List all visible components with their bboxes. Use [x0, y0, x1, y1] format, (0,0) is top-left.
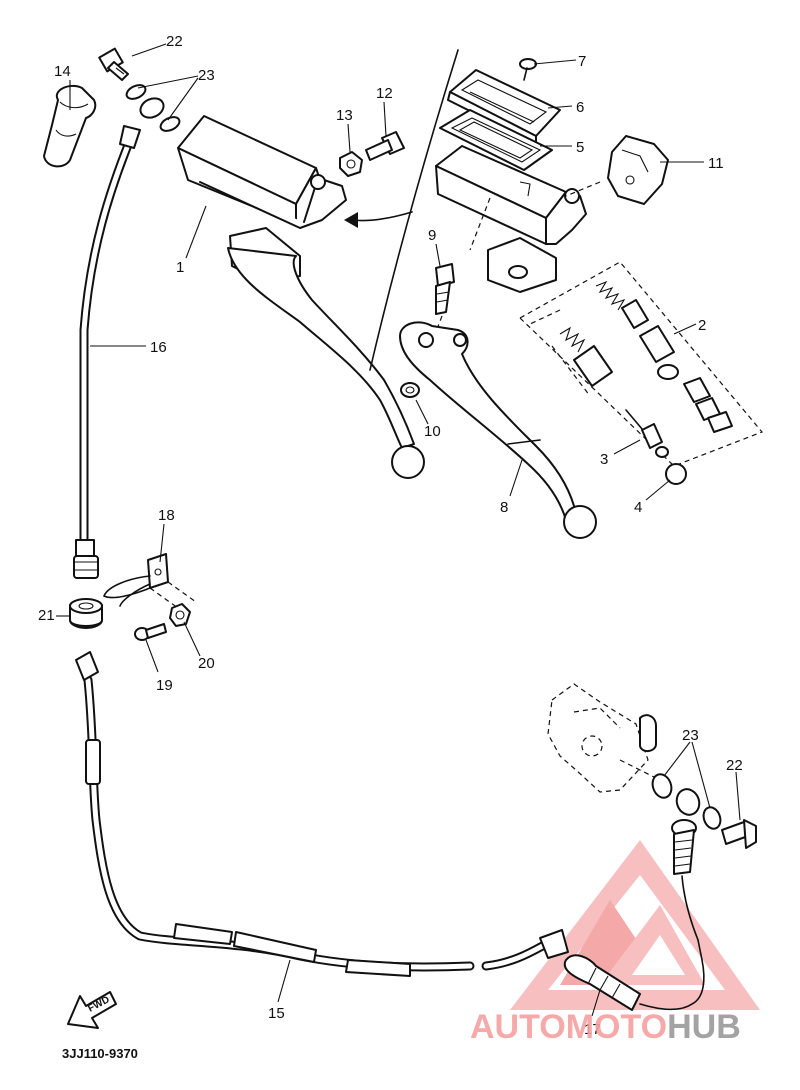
part-4-dust-boot: [665, 463, 687, 485]
label-part-9: 9: [428, 227, 436, 244]
watermark-part2: MOTO: [566, 1008, 667, 1046]
label-part-13: 13: [336, 107, 353, 124]
watermark-text: AUTOMOTOHUB: [470, 1008, 741, 1046]
label-part-6: 6: [576, 99, 584, 116]
label-part-7: 7: [578, 53, 586, 70]
part-11-cover: [607, 135, 669, 205]
part-5-diaphragm: [439, 109, 553, 171]
part-16-brake-hose: [73, 125, 141, 579]
label-part-18: 18: [158, 507, 175, 524]
part-21-grommet: [69, 598, 103, 629]
part-7-screw: [519, 58, 537, 81]
part-9-pivot-bolt: [435, 263, 455, 333]
label-part-19: 19: [156, 677, 173, 694]
divider-line: [369, 49, 459, 371]
diagram-code: 3JJ110-9370: [62, 1046, 138, 1061]
assembly-arrow: [344, 211, 413, 228]
watermark-part1: AUTO: [470, 1008, 566, 1046]
label-part-23-bottom: 23: [682, 727, 699, 744]
label-part-12: 12: [376, 85, 393, 102]
fwd-arrow-icon: FWD: [67, 991, 117, 1029]
part-20-nut: [169, 603, 191, 627]
label-part-21: 21: [38, 607, 55, 624]
part-13-nut: [339, 151, 363, 177]
label-part-5: 5: [576, 139, 584, 156]
part-14-boot: [43, 84, 97, 168]
part-23-washers-bottom: [651, 773, 722, 830]
label-part-14: 14: [54, 63, 71, 80]
part-2-piston-kit: [519, 261, 763, 467]
master-cylinder-body: [435, 145, 601, 293]
label-part-3: 3: [600, 451, 608, 468]
brake-caliper: [547, 683, 661, 793]
label-part-10: 10: [424, 423, 441, 440]
label-part-20: 20: [198, 655, 215, 672]
watermark-part3: HUB: [667, 1008, 741, 1046]
part-1-master-cylinder-assembled: [177, 115, 425, 479]
part-22-banjo-bolt-top: [98, 47, 129, 81]
watermark-logo: [510, 840, 760, 1010]
svg-text:AUTOMOTOHUB: AUTOMOTOHUB: [470, 1008, 741, 1046]
part-23-washers-top: [125, 84, 181, 132]
part-12-bolt: [365, 131, 405, 161]
label-part-11: 11: [708, 155, 724, 172]
part-10-bushing: [400, 382, 420, 398]
part-18-bracket: [102, 553, 197, 609]
part-8-lever: [399, 321, 597, 539]
part-19-bolt: [134, 623, 167, 641]
label-part-16: 16: [150, 339, 167, 356]
label-part-4: 4: [634, 499, 642, 516]
label-part-15: 15: [268, 1005, 285, 1022]
label-part-1: 1: [176, 259, 184, 276]
label-part-2: 2: [698, 317, 706, 334]
part-3-push-rod: [625, 409, 669, 458]
label-part-23-top: 23: [198, 67, 215, 84]
banjo-fitting-bottom: [671, 819, 699, 941]
part-labels: 22 14 23 1 16 18 21 19 20 13 12 7 6 5 11…: [38, 33, 743, 1038]
part-17-hose-fitting: [563, 939, 705, 1011]
part-15-brake-hose: [75, 651, 569, 977]
label-part-8: 8: [500, 499, 508, 516]
leader-lines: [56, 43, 741, 1017]
label-part-17: 17: [584, 1021, 601, 1038]
label-part-22-top: 22: [166, 33, 183, 50]
part-22-banjo-bolt-bottom: [721, 819, 757, 849]
label-part-22-bottom: 22: [726, 757, 743, 774]
